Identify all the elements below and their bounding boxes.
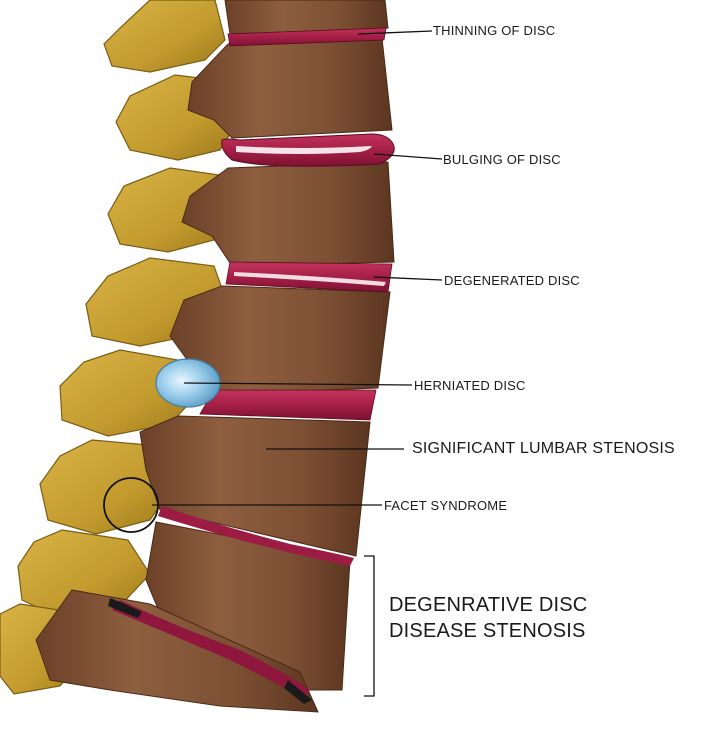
intervertebral-discs xyxy=(108,27,395,704)
label-degenerative-disc-disease: DEGENRATIVE DISC DISEASE STENOSIS xyxy=(389,592,689,644)
label-ddd-line2: DISEASE STENOSIS xyxy=(389,620,586,642)
label-facet-syndrome: FACET SYNDROME xyxy=(384,498,508,513)
leader-lines xyxy=(152,30,443,697)
label-herniated-disc: HERNIATED DISC xyxy=(414,378,526,393)
vertebral-bodies xyxy=(35,0,395,713)
label-thinning-of-disc: THINNING OF DISC xyxy=(433,23,556,38)
label-significant-lumbar-stenosis: SIGNIFICANT LUMBAR STENOSIS xyxy=(412,440,675,457)
label-ddd-line1: DEGENRATIVE DISC xyxy=(389,594,588,616)
label-degenerated-disc: DEGENERATED DISC xyxy=(444,273,580,288)
label-bulging-of-disc: BULGING OF DISC xyxy=(443,152,561,167)
